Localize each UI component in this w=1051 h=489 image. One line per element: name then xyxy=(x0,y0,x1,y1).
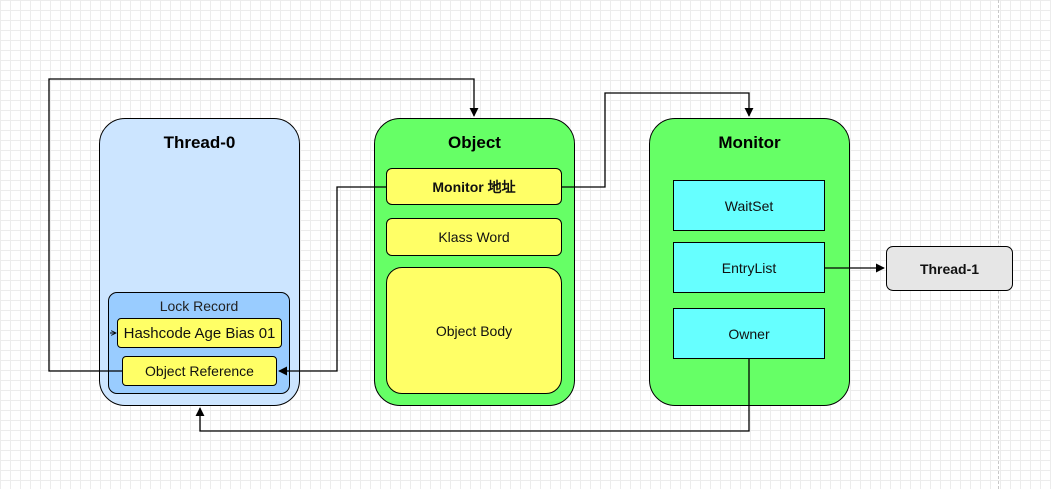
monitor-address-field[interactable]: Monitor 地址 xyxy=(386,168,562,205)
monitor-title: Monitor xyxy=(718,133,781,152)
object-title: Object xyxy=(448,133,501,152)
object-body-field[interactable]: Object Body xyxy=(386,267,562,394)
page-boundary-line xyxy=(998,0,999,489)
lock-record-title: Lock Record xyxy=(159,298,239,314)
klass-word-field[interactable]: Klass Word xyxy=(386,218,562,256)
thread-1-box[interactable]: Thread-1 xyxy=(886,246,1013,291)
waitset-box[interactable]: WaitSet xyxy=(673,180,825,231)
entrylist-box[interactable]: EntryList xyxy=(673,242,825,293)
object-reference-field[interactable]: Object Reference xyxy=(122,356,277,386)
owner-box[interactable]: Owner xyxy=(673,308,825,359)
hashcode-age-bias-field[interactable]: Hashcode Age Bias 01 xyxy=(117,318,282,348)
thread-0-title: Thread-0 xyxy=(163,133,236,152)
